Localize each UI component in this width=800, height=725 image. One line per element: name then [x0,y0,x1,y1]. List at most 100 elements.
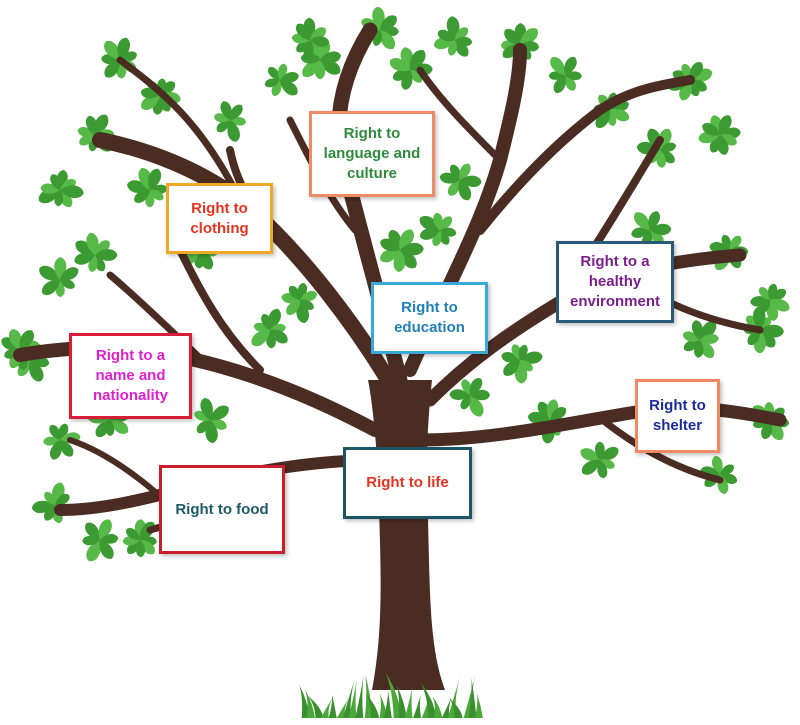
leaf [99,540,114,559]
leaf [200,397,213,420]
card-shelter: Right to shelter [635,379,720,453]
leaf-cluster [548,56,582,93]
leaf [433,212,443,230]
leaf [196,419,210,434]
leaf [518,344,528,360]
leaf-cluster [380,229,424,273]
leaf-cluster [31,482,72,524]
leaf [459,163,471,180]
leaf [470,389,490,401]
grass-blade [365,693,380,718]
leaf [449,164,461,180]
branch [176,246,264,374]
leaf [85,522,101,540]
leaf [86,540,101,562]
leaf [19,330,35,350]
leaf-cluster [82,519,119,562]
leaf [271,80,282,96]
leaf [49,440,62,460]
leaf [95,249,118,261]
leaf [439,230,450,245]
leaf [51,482,65,505]
grass-blade [474,693,483,718]
leaf [711,455,723,475]
branch [116,56,244,204]
leaf [419,215,440,231]
leaf [720,473,738,484]
leaf [296,300,310,324]
leaf-cluster [580,441,619,479]
leaf [634,212,651,230]
leaf [520,359,533,372]
leaf [86,232,99,255]
grass-blade [383,690,392,718]
leaf [689,61,703,80]
leaf [134,189,150,203]
leaf [194,410,210,421]
grass-blade [355,675,364,718]
leaf [379,30,396,50]
leaf [268,66,281,80]
leaf [286,300,301,315]
leaf [140,539,155,555]
leaf [468,395,484,417]
branch [596,414,724,484]
leaf [220,101,232,120]
grass-blade [449,698,463,718]
leaf [565,71,582,81]
leaf [39,265,60,281]
leaf [504,28,521,45]
leaf [399,229,414,250]
leaf [110,419,129,434]
leaf [656,150,666,168]
leaf [44,491,56,505]
leaf [148,168,162,190]
leaf-cluster [39,257,79,298]
leaf-cluster [74,232,118,272]
leaf [458,180,472,201]
leaf [546,399,559,420]
leaf [1,337,20,351]
leaf [649,230,664,245]
grass-blade [420,683,437,718]
leaf-cluster [281,283,317,324]
leaf [709,135,722,153]
leaf [600,459,615,469]
leaf [520,28,538,46]
leaf [729,235,742,250]
leaf-cluster [127,168,168,208]
card-life-label: Right to life [366,474,449,491]
grass-blade [328,695,337,718]
leaf [449,389,470,400]
leaf [74,252,95,265]
leaf [440,227,457,237]
leaf [699,321,717,340]
leaf-cluster [264,63,299,96]
card-language-and-culture-label: Right to language and culture [323,125,421,182]
leaf [300,299,314,310]
grass-blade [396,684,407,718]
leaf [718,115,732,135]
leaf [690,68,713,82]
grass-blade [299,684,310,718]
grass-blade [336,692,353,718]
leaf [419,228,440,240]
leaf [280,72,299,83]
grass-blade [413,694,422,718]
leaf [227,120,240,142]
leaf [104,60,121,78]
leaf [59,440,74,457]
leaf [253,322,270,333]
card-healthy-environment: Right to a healthy environment [556,241,674,323]
leaf [389,58,410,72]
leaf [580,448,600,462]
grass-blade [447,673,462,718]
leaf [310,36,330,47]
leaf [409,70,423,83]
leaf [700,333,719,344]
card-clothing-label: Right to clothing [190,199,249,237]
leaf [595,110,611,129]
leaf [597,460,608,479]
leaf [214,113,230,123]
leaf [117,37,131,60]
